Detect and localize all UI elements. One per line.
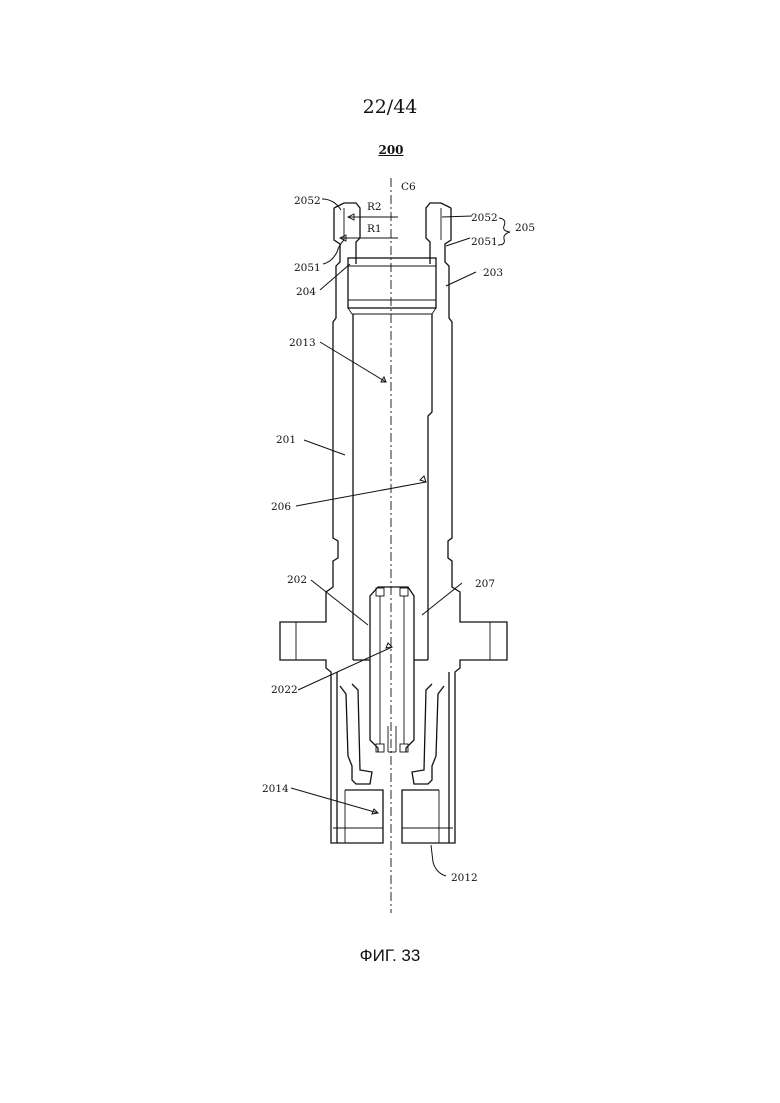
label-206: 206 bbox=[271, 501, 291, 513]
label-2052-right: 2052 bbox=[471, 212, 498, 224]
figure-caption: ФИГ. 33 bbox=[0, 946, 780, 966]
left-finger bbox=[340, 684, 372, 784]
leader-2052-right bbox=[442, 216, 472, 217]
label-2014: 2014 bbox=[262, 783, 289, 795]
leader-2052-left bbox=[322, 199, 341, 210]
leader-2012 bbox=[431, 845, 446, 876]
brace-205 bbox=[498, 218, 510, 245]
leader-206 bbox=[296, 482, 426, 506]
label-2013: 2013 bbox=[289, 337, 316, 349]
label-2052-left: 2052 bbox=[294, 195, 321, 207]
stem-202 bbox=[370, 587, 414, 752]
label-201: 201 bbox=[276, 434, 296, 446]
left-claw bbox=[334, 203, 360, 264]
leader-201 bbox=[304, 440, 345, 455]
leader-2022 bbox=[298, 647, 392, 690]
right-finger bbox=[412, 684, 444, 784]
label-2051-right: 2051 bbox=[471, 236, 498, 248]
label-203: 203 bbox=[483, 267, 503, 279]
arrow-2014 bbox=[372, 809, 378, 814]
stem-slot-right bbox=[400, 588, 408, 596]
leader-202 bbox=[311, 580, 368, 625]
label-r1: R1 bbox=[367, 223, 382, 235]
stem-slot-left bbox=[376, 588, 384, 596]
leader-203 bbox=[446, 272, 476, 286]
label-r2: R2 bbox=[367, 201, 382, 213]
label-2051-left: 2051 bbox=[294, 262, 321, 274]
label-207: 207 bbox=[475, 578, 495, 590]
right-claw bbox=[426, 203, 451, 264]
arrow-206 bbox=[420, 476, 426, 482]
label-axis-c6: C6 bbox=[401, 181, 416, 193]
label-202: 202 bbox=[287, 574, 307, 586]
chamfer-right bbox=[432, 308, 436, 314]
label-2012: 2012 bbox=[451, 872, 478, 884]
label-2022: 2022 bbox=[271, 684, 298, 696]
leader-2014 bbox=[291, 788, 378, 813]
label-204: 204 bbox=[296, 286, 316, 298]
chamfer-left bbox=[348, 308, 352, 314]
leader-2051-right bbox=[446, 238, 470, 246]
leader-2051-left bbox=[323, 240, 344, 264]
label-205: 205 bbox=[515, 222, 535, 234]
leader-204 bbox=[320, 264, 350, 290]
outer-body-contour bbox=[280, 208, 507, 843]
top-insert-203 bbox=[348, 258, 436, 308]
